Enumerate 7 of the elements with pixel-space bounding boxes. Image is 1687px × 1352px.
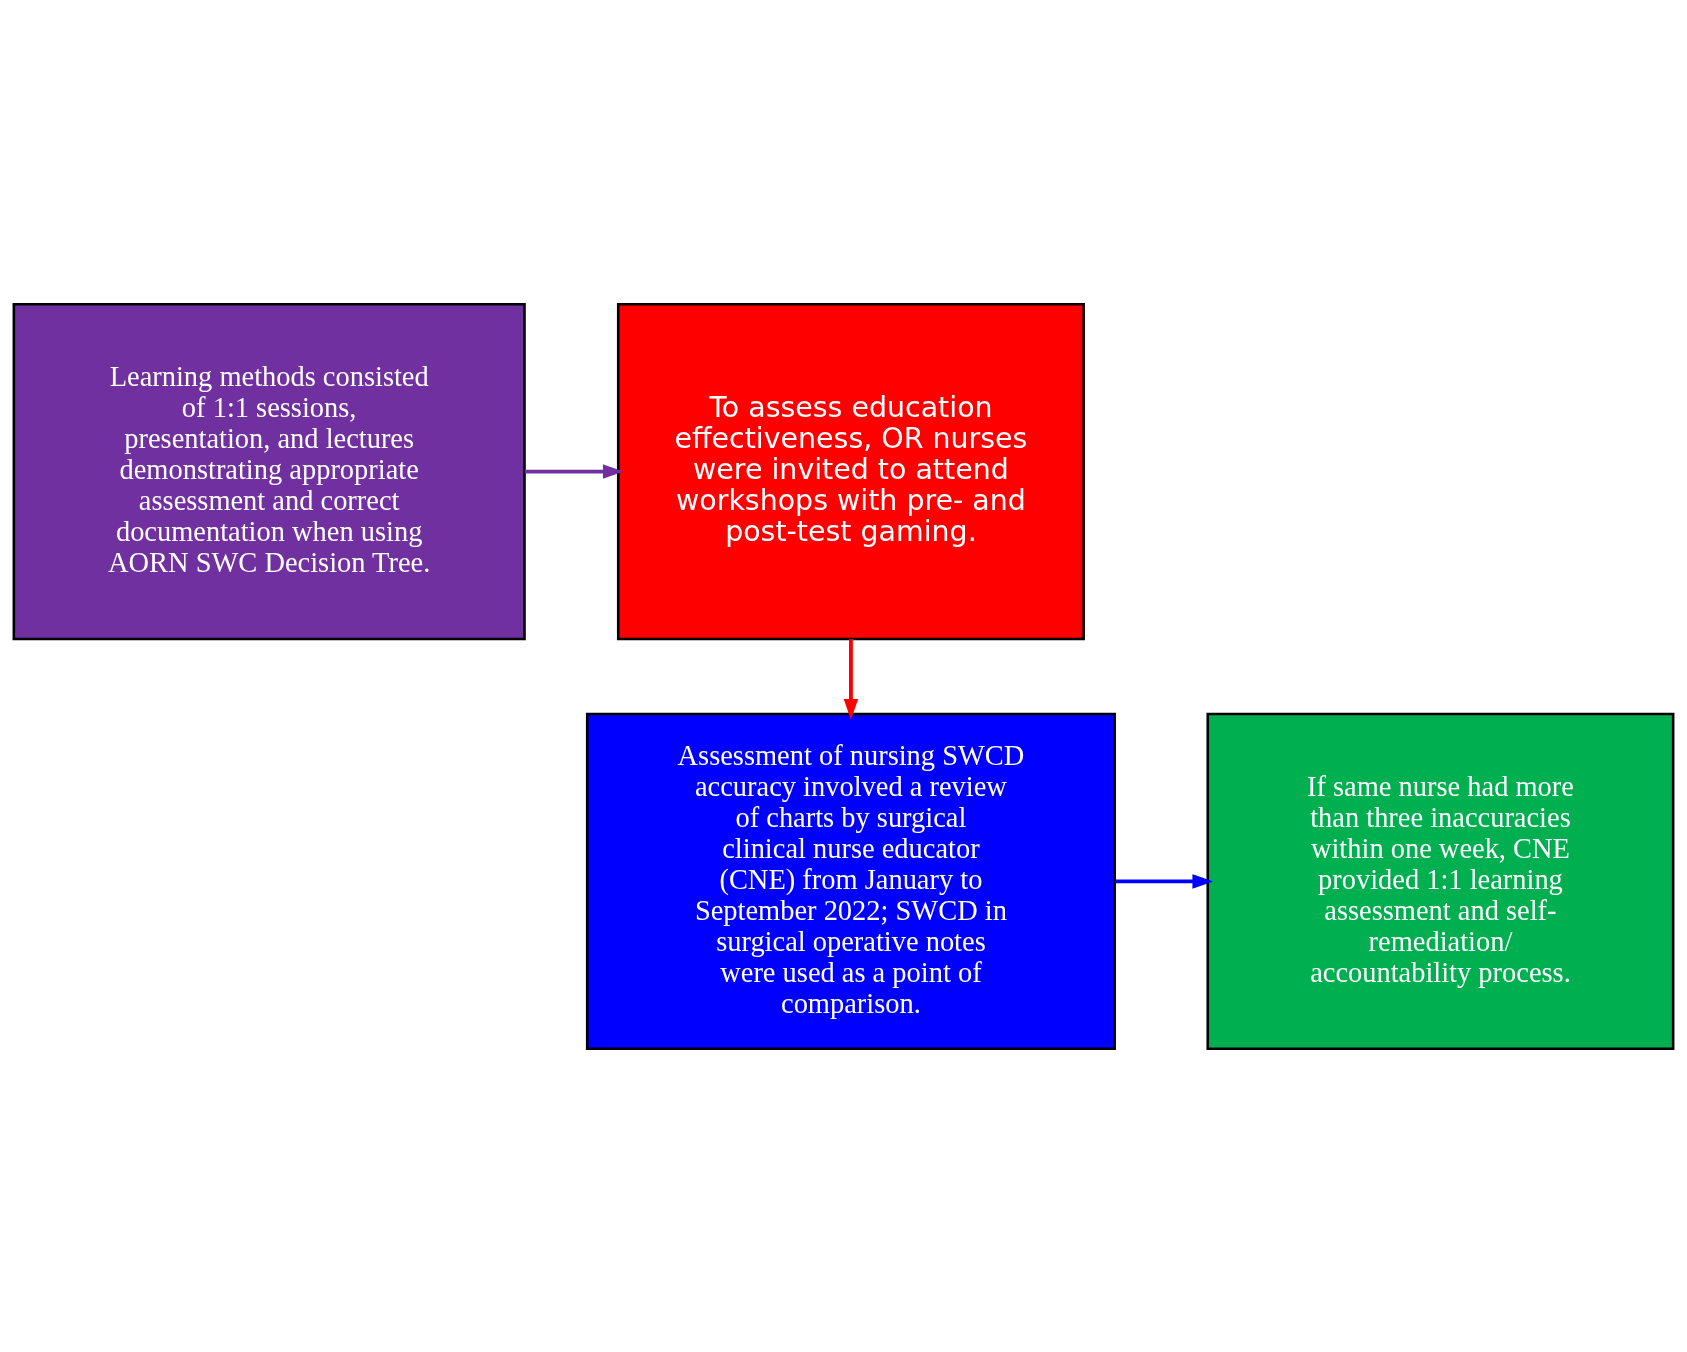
node-box: To assess education effectiveness, OR nurses were invited to attend workshops with pre- and post-test gaming. <box>616 302 1085 640</box>
node-box: Learning methods consisted of 1:1 sessions, presentation, and lectures demonstrating appropriate assessment and correct documentation when using AORN SWC Decision Tree. <box>12 302 526 640</box>
node-box: If same nurse had more than three inaccuracies within one week, CNE provided 1:1 learning assessment and self-remediation/ accountability process. <box>1206 712 1675 1050</box>
arrow <box>843 638 859 720</box>
arrow <box>524 463 624 479</box>
node-box: Assessment of nursing SWCD accuracy involved a review of charts by surgical clinical nurse educator (CNE) from January to September 2022; SWCD in surgical operative notes were used as a point of comparison. <box>585 712 1116 1050</box>
arrow <box>1115 873 1214 889</box>
